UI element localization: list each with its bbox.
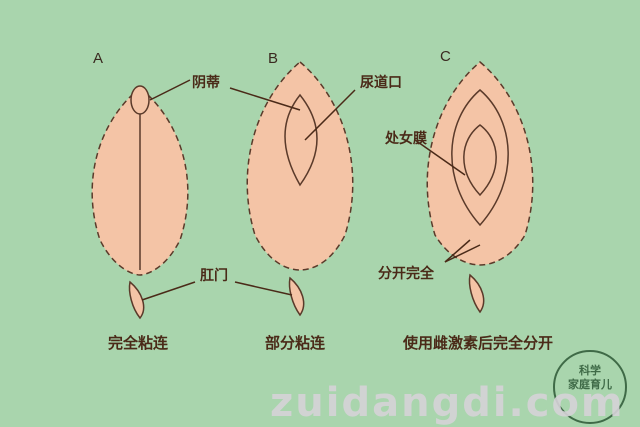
stage-a-letter: A <box>93 50 104 67</box>
caption-c: 使用雌激素后完全分开 <box>403 334 554 352</box>
stamp-line2: 家庭育儿 <box>568 378 612 391</box>
watermark: zuidangdi.com <box>270 380 625 426</box>
label-urethra: 尿道口 <box>360 75 402 91</box>
stage-b-letter: B <box>268 50 279 67</box>
label-clitoris: 阴蒂 <box>192 75 220 91</box>
stage-c-letter: C <box>440 48 451 65</box>
logo-stamp: 科学 家庭育儿 <box>553 350 627 424</box>
stage-b-shape <box>246 61 354 317</box>
caption-a: 完全粘连 <box>108 334 169 352</box>
stage-c-shape <box>426 61 534 314</box>
caption-b: 部分粘连 <box>265 334 326 352</box>
label-separated: 分开完全 <box>378 266 434 282</box>
stage-a-shape <box>91 85 189 320</box>
stamp-line1: 科学 <box>579 364 601 377</box>
label-anus: 肛门 <box>200 268 228 284</box>
label-hymen: 处女膜 <box>385 131 427 147</box>
